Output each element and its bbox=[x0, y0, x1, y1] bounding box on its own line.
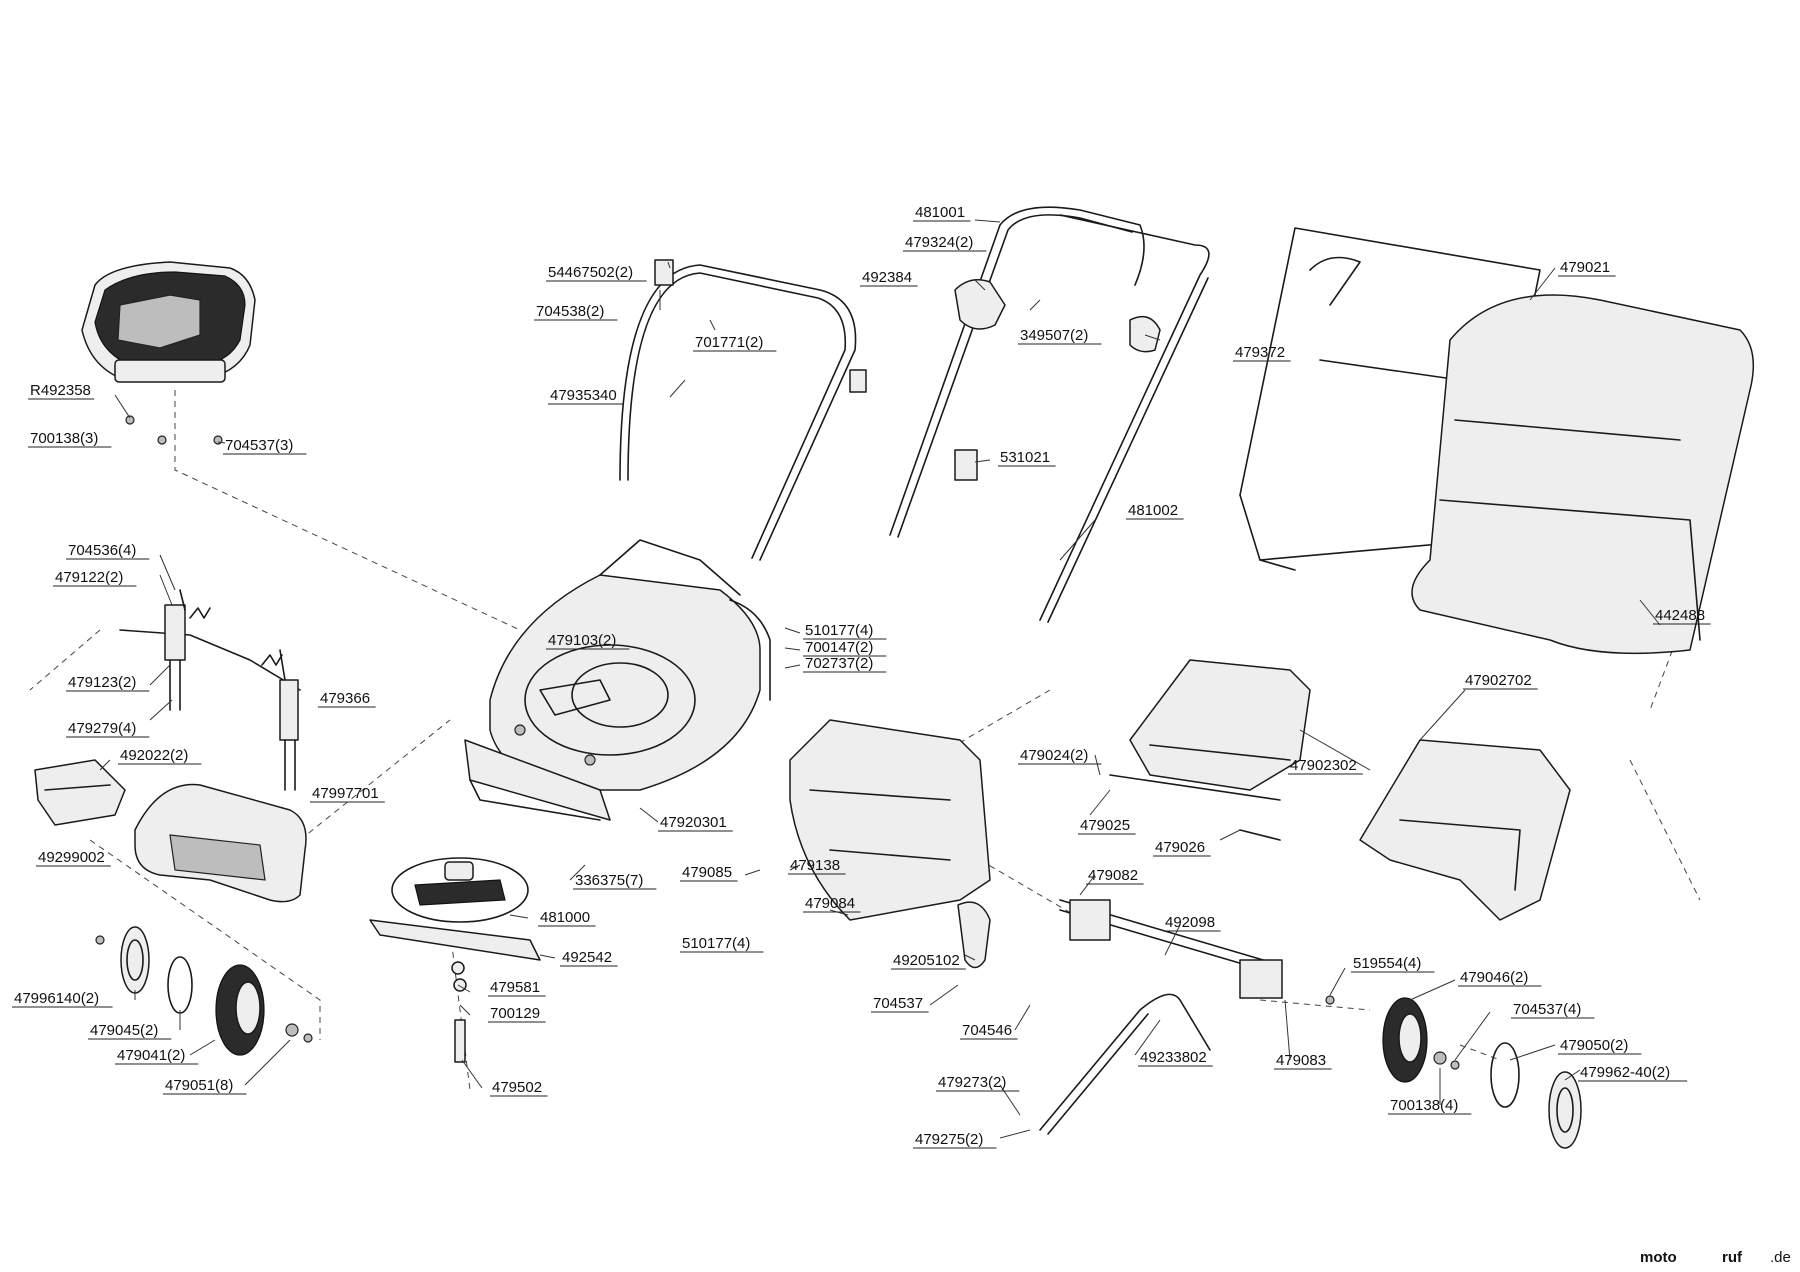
watermark-part2: ruf bbox=[1722, 1249, 1743, 1266]
part-label: 519554(4) bbox=[1353, 955, 1421, 972]
handle-clip bbox=[954, 449, 978, 481]
part-label: 704537(4) bbox=[1513, 1001, 1581, 1018]
drive-lever bbox=[957, 901, 991, 969]
grass-bag-frame bbox=[1239, 227, 1541, 571]
part-label: 479026 bbox=[1155, 839, 1205, 856]
part-label: 47902702 bbox=[1465, 672, 1532, 689]
part-label: 481001 bbox=[915, 204, 965, 221]
part-label: 704537(3) bbox=[225, 437, 293, 454]
part-label: 479082 bbox=[1088, 867, 1138, 884]
part-label: 510177(4) bbox=[805, 622, 873, 639]
part-label: 349507(2) bbox=[1020, 327, 1088, 344]
flap-rod bbox=[1109, 774, 1281, 841]
part-label: 700138(3) bbox=[30, 430, 98, 447]
part-label: 492098 bbox=[1165, 914, 1215, 931]
part-label: 479279(4) bbox=[68, 720, 136, 737]
part-label: 479046(2) bbox=[1460, 969, 1528, 986]
part-label: 531021 bbox=[1000, 449, 1050, 466]
part-label: 479502 bbox=[492, 1079, 542, 1096]
grass-bag bbox=[1411, 294, 1755, 655]
part-label: 49233802 bbox=[1140, 1049, 1207, 1066]
part-label: 704536(4) bbox=[68, 542, 136, 559]
part-label: 700138(4) bbox=[1390, 1097, 1458, 1114]
part-label: 442488 bbox=[1655, 607, 1705, 624]
mower-deck bbox=[489, 539, 771, 791]
part-label: 492022(2) bbox=[120, 747, 188, 764]
part-label: 49299002 bbox=[38, 849, 105, 866]
top-handle bbox=[889, 206, 1210, 623]
throttle-lever bbox=[1129, 315, 1161, 353]
part-label: 492542 bbox=[562, 949, 612, 966]
part-label: 510177(4) bbox=[682, 935, 750, 952]
part-label: 479021 bbox=[1560, 259, 1610, 276]
part-label: 704546 bbox=[962, 1022, 1012, 1039]
part-label: 479084 bbox=[805, 895, 855, 912]
part-label: 479273(2) bbox=[938, 1074, 1006, 1091]
part-label: R492358 bbox=[30, 382, 91, 399]
blade-assembly bbox=[369, 857, 541, 1063]
drive-shaft bbox=[1059, 899, 1283, 999]
label-leaders bbox=[99, 219, 1661, 1139]
height-adjuster-assembly bbox=[119, 589, 301, 791]
part-label: 492384 bbox=[862, 269, 912, 286]
part-label: 479050(2) bbox=[1560, 1037, 1628, 1054]
part-label: 701771(2) bbox=[695, 334, 763, 351]
part-label: 481000 bbox=[540, 909, 590, 926]
part-label: 479025 bbox=[1080, 817, 1130, 834]
part-label: 47996140(2) bbox=[14, 990, 99, 1007]
watermark-part1: moto bbox=[1640, 1249, 1677, 1266]
part-label: 700129 bbox=[490, 1005, 540, 1022]
part-label: 47920301 bbox=[660, 814, 727, 831]
rear-guard-frame bbox=[1359, 739, 1571, 921]
drive-housing bbox=[789, 719, 991, 921]
part-label: 47902302 bbox=[1290, 757, 1357, 774]
rear-right-wheel-set bbox=[1325, 995, 1582, 1149]
part-label: 479962-40(2) bbox=[1580, 1064, 1670, 1081]
part-label: 704538(2) bbox=[536, 303, 604, 320]
part-label: 54467502(2) bbox=[548, 264, 633, 281]
part-label: 704537 bbox=[873, 995, 923, 1012]
part-label: 336375(7) bbox=[575, 872, 643, 889]
rear-cover bbox=[134, 783, 307, 903]
part-label: 479324(2) bbox=[905, 234, 973, 251]
watermark-suffix: .de bbox=[1770, 1249, 1791, 1266]
cable-clip bbox=[954, 279, 1006, 330]
part-label: 479085 bbox=[682, 864, 732, 881]
part-label: 479103(2) bbox=[548, 632, 616, 649]
part-label: 47997701 bbox=[312, 785, 379, 802]
part-label: 479372 bbox=[1235, 344, 1285, 361]
front-left-wheel-set bbox=[95, 926, 313, 1056]
part-label: 47935340 bbox=[550, 387, 617, 404]
rear-flap bbox=[34, 759, 126, 826]
part-label: 479581 bbox=[490, 979, 540, 996]
part-label: 479045(2) bbox=[90, 1022, 158, 1039]
rear-guard-flap bbox=[1129, 659, 1311, 791]
part-label: 479366 bbox=[320, 690, 370, 707]
watermark: moto ruf .de bbox=[1640, 1249, 1791, 1266]
engine-cover bbox=[81, 261, 256, 383]
part-label: 479083 bbox=[1276, 1052, 1326, 1069]
part-label: 479123(2) bbox=[68, 674, 136, 691]
part-label: 481002 bbox=[1128, 502, 1178, 519]
bail-bar bbox=[1039, 993, 1211, 1135]
part-label: 702737(2) bbox=[805, 655, 873, 672]
part-label: 479122(2) bbox=[55, 569, 123, 586]
part-label: 479051(8) bbox=[165, 1077, 233, 1094]
deck-bracket bbox=[464, 739, 611, 821]
lower-handle bbox=[619, 259, 867, 561]
part-label: 479138 bbox=[790, 857, 840, 874]
part-label: 479024(2) bbox=[1020, 747, 1088, 764]
part-labels: R492358 700138(3) 704537(3) 704536(4) 479122… bbox=[12, 204, 1711, 1149]
part-label: 49205102 bbox=[893, 952, 960, 969]
nuts-top-left bbox=[125, 415, 223, 445]
part-label: 479041(2) bbox=[117, 1047, 185, 1064]
part-label: 479275(2) bbox=[915, 1131, 983, 1148]
part-label: 700147(2) bbox=[805, 639, 873, 656]
